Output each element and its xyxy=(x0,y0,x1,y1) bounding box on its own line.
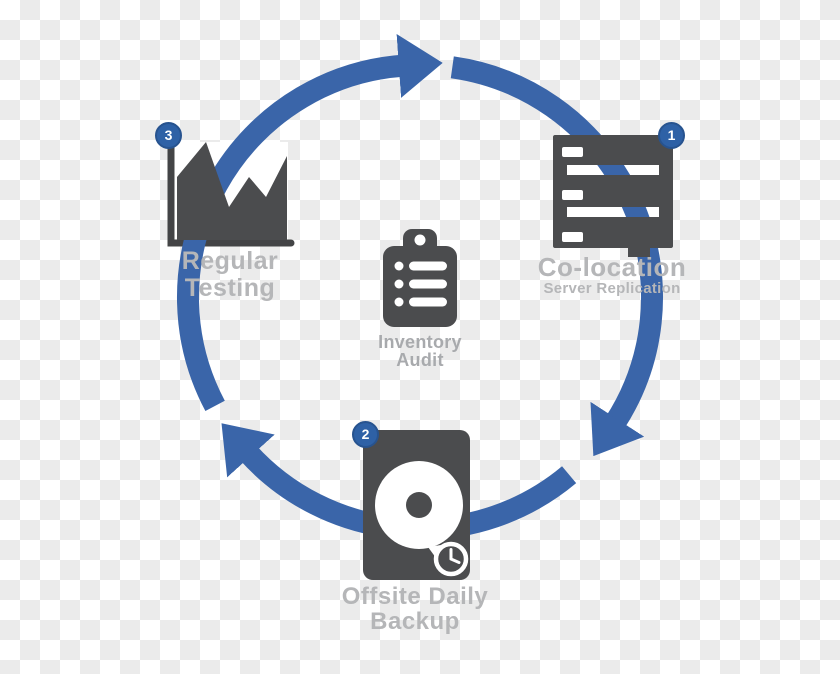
server-foot xyxy=(628,248,650,257)
checklist-line xyxy=(409,279,447,289)
label-offsite-daily-backup: Offsite Daily Backup xyxy=(315,584,515,634)
server-connector-tab xyxy=(659,205,673,219)
label-inventory-audit: Inventory Audit xyxy=(345,333,495,369)
center-title-line2: Audit xyxy=(396,350,444,370)
checklist-line xyxy=(409,297,447,307)
hard-drive-hub xyxy=(406,492,432,518)
server-connector-tab xyxy=(553,163,567,177)
server-indicator-light xyxy=(562,232,583,242)
checklist-line xyxy=(409,261,447,271)
server-slab xyxy=(553,135,673,165)
step-subtitle: Server Replication xyxy=(543,280,681,297)
label-co-location: Co-location Server Replication xyxy=(512,254,712,297)
step-title: Regular xyxy=(181,247,279,275)
server-rack-icon xyxy=(553,135,673,257)
area-chart-icon xyxy=(177,142,287,240)
history-clock-hands xyxy=(449,548,461,564)
label-regular-testing: Regular Testing xyxy=(130,248,330,302)
checklist-bullet xyxy=(394,297,404,307)
server-slab xyxy=(553,175,673,207)
step-badge-1: 1 xyxy=(658,122,685,149)
chart-axis xyxy=(167,136,295,247)
step-title-line2: Testing xyxy=(184,274,276,302)
server-indicator-light xyxy=(562,190,583,200)
checklist-bullet xyxy=(394,279,404,289)
server-connector-tab xyxy=(659,163,673,177)
area-chart-mountain xyxy=(177,142,287,240)
step-badge-3: 3 xyxy=(155,122,182,149)
hard-drive-clock-icon xyxy=(363,430,470,580)
step-title: Offsite Daily xyxy=(341,583,489,610)
step-title-line2: Backup xyxy=(370,608,460,635)
clipboard-checklist-icon xyxy=(383,229,457,327)
step-badge-2: 2 xyxy=(352,421,379,448)
step-title: Co-location xyxy=(537,252,687,282)
server-indicator-light xyxy=(562,147,583,157)
history-arrow-tip xyxy=(428,545,441,558)
server-slab xyxy=(553,217,673,248)
clipboard-hole xyxy=(414,234,426,246)
center-title: Inventory xyxy=(378,332,462,352)
checklist-bullet xyxy=(394,261,404,271)
server-connector-tab xyxy=(553,205,567,219)
